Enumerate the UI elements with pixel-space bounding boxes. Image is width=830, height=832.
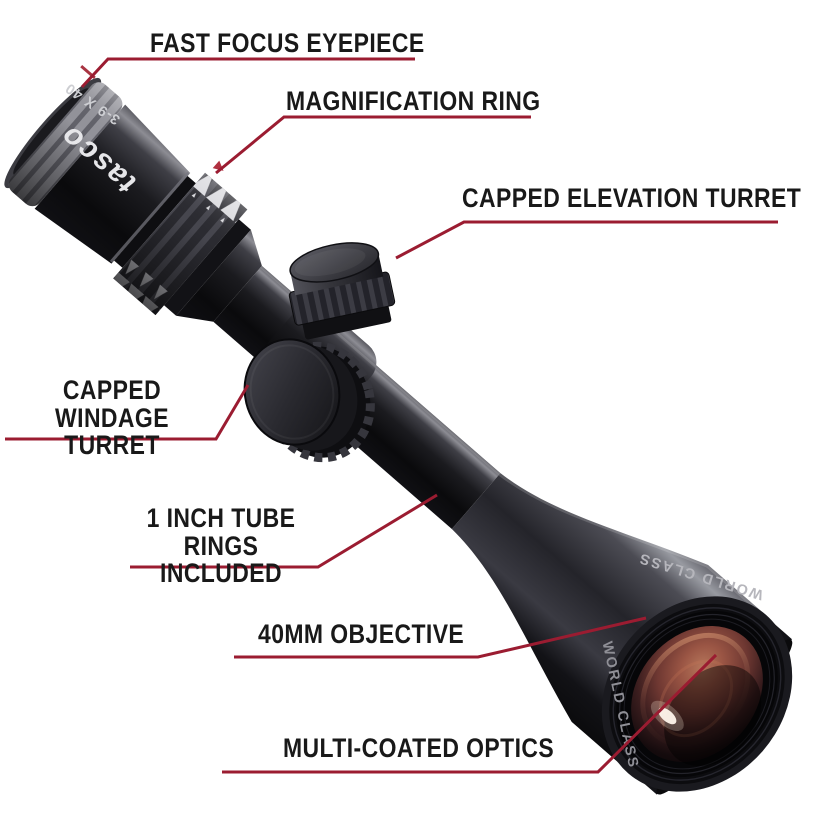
focus-index-mark: [80, 64, 96, 80]
leader-line-capped-windage-turret: [5, 384, 250, 441]
callout-label-tube-rings: 1 INCH TUBE RINGS INCLUDED: [133, 505, 308, 587]
leader-line-multi-coated-optics: [222, 653, 718, 774]
callout-label-line2: WINDAGE TURRET: [55, 403, 169, 460]
callout-label-fast-focus-eyepiece: FAST FOCUS EYEPIECE: [150, 28, 425, 58]
callout-label-capped-windage-turret: CAPPED WINDAGE TURRET: [22, 377, 202, 459]
leader-line-magnification-ring: [215, 115, 531, 175]
elevation-turret: [288, 242, 396, 340]
leader-line-capped-elevation-turret: [395, 220, 778, 260]
callout-label-line1: 1 INCH TUBE: [146, 503, 296, 533]
leader-line-tube-rings: [130, 493, 438, 569]
callout-label-multi-coated-optics: MULTI-COATED OPTICS: [283, 733, 555, 763]
lens-glass: [631, 626, 763, 762]
objective-lens: [601, 596, 793, 792]
callout-label-objective: 40MM OBJECTIVE: [258, 619, 465, 649]
fast-focus-ring: [8, 82, 123, 207]
callout-label-magnification-ring: MAGNIFICATION RING: [286, 86, 541, 116]
callout-label-line1: CAPPED: [62, 375, 162, 405]
leader-line-objective: [234, 616, 647, 659]
callout-label-capped-elevation-turret: CAPPED ELEVATION TURRET: [462, 183, 802, 213]
windage-turret: [243, 338, 375, 463]
magnification-ring-part: [113, 172, 262, 322]
eyepiece-housing: [34, 104, 196, 268]
leader-line-fast-focus-eyepiece: [80, 57, 415, 89]
callout-label-line2: RINGS INCLUDED: [160, 531, 282, 588]
